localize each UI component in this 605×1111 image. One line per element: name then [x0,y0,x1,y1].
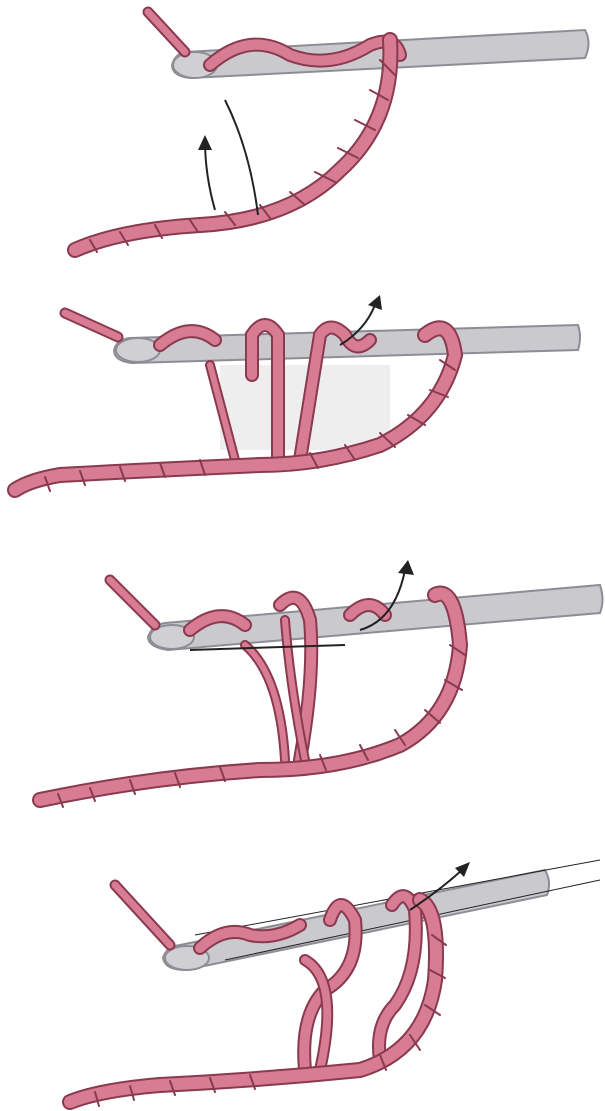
step-3-illustration [0,545,605,820]
yarn-strand [75,12,400,252]
step-1-illustration [0,0,605,270]
step-4-illustration [0,830,605,1111]
step-2-illustration [0,275,605,540]
crochet-hook-icon [163,860,600,970]
arrow-up-icon [198,100,258,215]
